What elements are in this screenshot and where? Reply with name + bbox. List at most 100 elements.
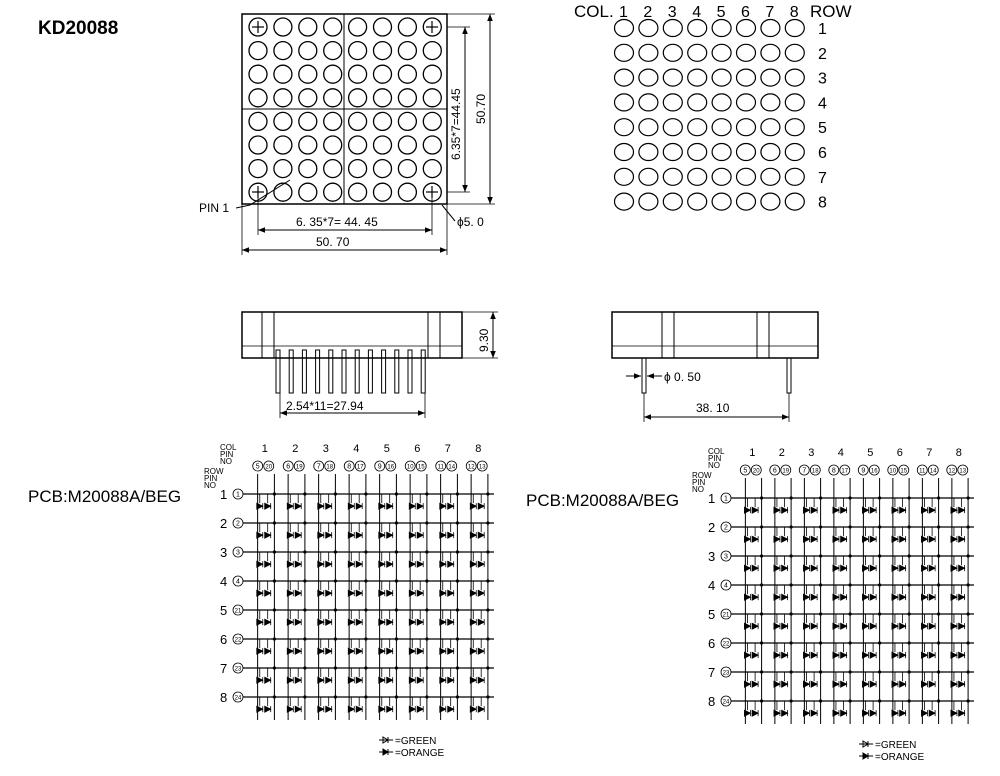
led-diode bbox=[469, 676, 478, 684]
led-diode bbox=[803, 535, 811, 543]
pin-map-col-label: 2 bbox=[643, 4, 652, 21]
legend-green-icon bbox=[379, 736, 393, 744]
front-dot bbox=[298, 135, 318, 155]
pin-map-dot bbox=[784, 142, 805, 162]
junction-dot bbox=[789, 496, 793, 500]
led-diode bbox=[869, 651, 878, 659]
front-dot bbox=[323, 158, 343, 179]
led-diode bbox=[469, 502, 478, 510]
row-pin-number: 1 bbox=[236, 492, 240, 499]
legend-orange: =ORANGE bbox=[395, 748, 445, 759]
pin-map-dot bbox=[784, 118, 805, 137]
junction-dot bbox=[394, 695, 398, 699]
led-diode bbox=[439, 502, 447, 510]
col-pin-number: 5 bbox=[256, 464, 260, 471]
led-diode bbox=[378, 705, 386, 713]
led-diode bbox=[751, 535, 760, 543]
schematic-col-label: 6 bbox=[414, 443, 420, 455]
col-pin-circle bbox=[313, 460, 325, 472]
led-diode bbox=[477, 647, 486, 655]
led-diode bbox=[891, 506, 899, 514]
led-diode bbox=[286, 560, 295, 568]
led-diode bbox=[256, 705, 264, 713]
front-dot bbox=[347, 158, 368, 179]
led-diode bbox=[928, 651, 937, 659]
front-dot bbox=[323, 135, 343, 155]
front-dot bbox=[347, 182, 368, 202]
led-diode bbox=[447, 676, 455, 684]
led-diode bbox=[751, 506, 760, 514]
col-pin-number: 19 bbox=[296, 465, 303, 471]
led-diode bbox=[294, 560, 303, 568]
led-diode bbox=[439, 531, 447, 539]
junction-dot bbox=[819, 525, 823, 529]
schematic-row-label: 7 bbox=[220, 661, 227, 676]
led-diode bbox=[378, 676, 386, 684]
col-pin-number: 13 bbox=[959, 469, 966, 475]
led-diode bbox=[469, 705, 478, 713]
junction-dot bbox=[455, 492, 459, 496]
led-diode bbox=[921, 535, 929, 543]
pin-map-dot bbox=[613, 192, 635, 211]
led-diode bbox=[355, 502, 364, 510]
schematic-row-label: 3 bbox=[220, 545, 227, 560]
front-dot bbox=[248, 88, 268, 108]
junction-dot bbox=[907, 612, 911, 616]
led-diode bbox=[469, 531, 478, 539]
col-pin-circle bbox=[293, 460, 305, 472]
led-diode bbox=[832, 709, 840, 717]
pin-caption: PIN bbox=[708, 454, 722, 463]
front-dot bbox=[397, 111, 418, 132]
led-diode bbox=[869, 564, 878, 572]
led-diode bbox=[355, 705, 364, 713]
junction-dot bbox=[907, 699, 911, 703]
led-diode bbox=[810, 506, 819, 514]
led-diode bbox=[416, 618, 425, 626]
led-diode bbox=[840, 535, 848, 543]
junction-dot bbox=[878, 496, 882, 500]
junction-dot bbox=[878, 612, 882, 616]
led-diode bbox=[803, 506, 811, 514]
led-diode bbox=[416, 502, 425, 510]
junction-dot bbox=[848, 641, 852, 645]
junction-dot bbox=[966, 583, 970, 587]
front-dot bbox=[422, 88, 442, 108]
front-dot bbox=[397, 135, 418, 155]
led-diode bbox=[447, 647, 455, 655]
junction-dot bbox=[789, 612, 793, 616]
junction-dot bbox=[272, 492, 276, 496]
pin-map-col-label: 4 bbox=[692, 4, 701, 21]
led-diode bbox=[958, 709, 966, 717]
col-pin-circle bbox=[739, 464, 751, 476]
junction-dot bbox=[848, 554, 852, 558]
row-pin-number: 2 bbox=[236, 521, 240, 528]
led-diode bbox=[477, 589, 486, 597]
led-diode bbox=[840, 506, 848, 514]
pin-map-dot bbox=[784, 18, 805, 38]
led-diode bbox=[869, 506, 878, 514]
junction-dot bbox=[760, 641, 764, 645]
col-pin-circle bbox=[435, 460, 447, 472]
junction-dot bbox=[455, 695, 459, 699]
led-diode bbox=[347, 705, 356, 713]
schematic-col-label: 7 bbox=[445, 443, 451, 455]
col-pin-number: 6 bbox=[286, 464, 290, 471]
led-diode bbox=[477, 676, 486, 684]
schematic-row-label: 5 bbox=[708, 607, 715, 622]
led-diode bbox=[256, 676, 264, 684]
col-pin-number: 7 bbox=[317, 464, 321, 471]
front-dot bbox=[298, 88, 318, 108]
col-pin-circle bbox=[374, 460, 386, 472]
led-diode bbox=[751, 651, 760, 659]
led-diode bbox=[286, 647, 295, 655]
led-diode bbox=[840, 651, 848, 659]
led-diode bbox=[803, 593, 811, 601]
led-diode bbox=[386, 618, 394, 626]
led-diode bbox=[781, 506, 789, 514]
led-diode bbox=[751, 622, 760, 630]
led-diode bbox=[408, 531, 417, 539]
col-pin-circle bbox=[354, 460, 366, 472]
pitch-width-label: 6. 35*7= 44. 45 bbox=[296, 215, 378, 229]
pin1-label: PIN 1 bbox=[199, 201, 229, 215]
